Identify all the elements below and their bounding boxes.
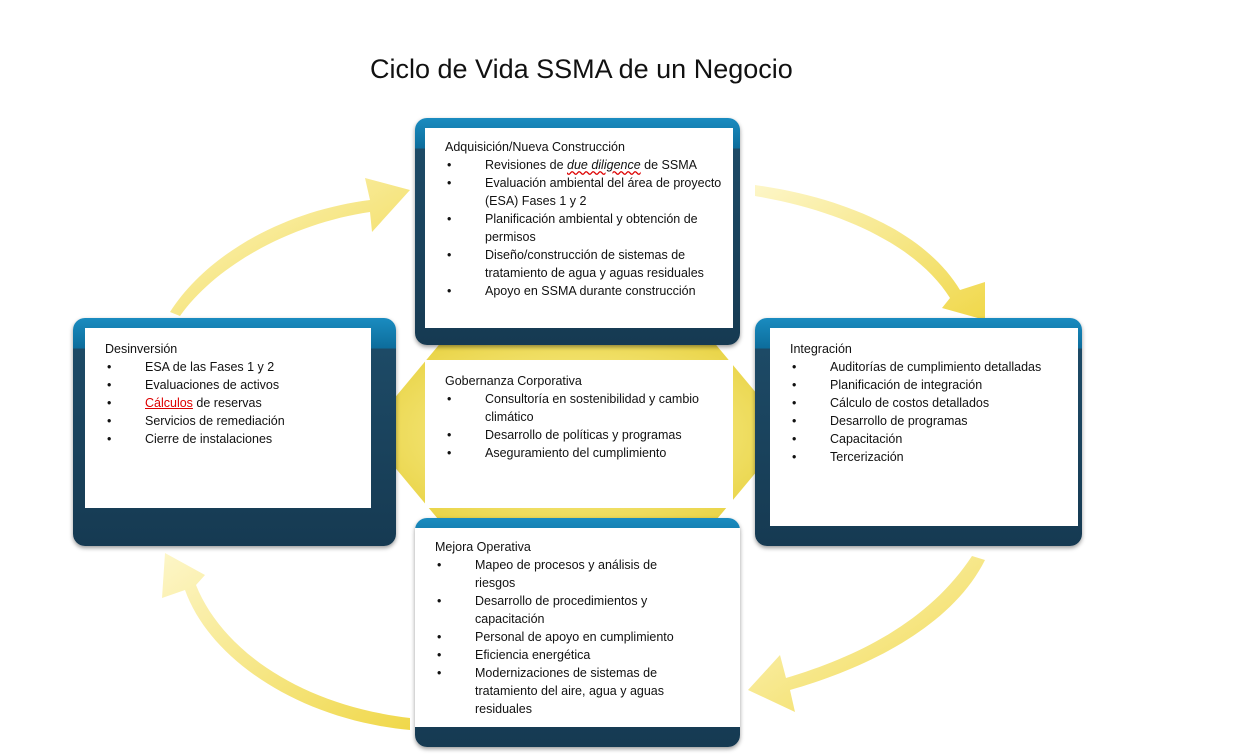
arrow-bottom-to-left [162, 553, 410, 730]
list-item: Planificación ambiental y obtención de p… [425, 210, 723, 246]
list-item: Cierre de instalaciones [85, 430, 361, 448]
box-heading: Integración [790, 342, 852, 356]
list-item: Consultoría en sostenibilidad y cambio c… [425, 390, 723, 426]
list-item: ESA de las Fases 1 y 2 [85, 358, 361, 376]
list-item: Cálculo de costos detallados [770, 394, 1068, 412]
list-item: Eficiencia energética [415, 646, 690, 664]
list-item: Evaluación ambiental del área de proyect… [425, 174, 723, 210]
list-item: Cálculos de reservas [85, 394, 361, 412]
list-item: Mapeo de procesos y análisis de riesgos [415, 556, 690, 592]
list-item: Auditorías de cumplimiento detalladas [770, 358, 1068, 376]
list-item: Servicios de remediación [85, 412, 361, 430]
list-item: Evaluaciones de activos [85, 376, 361, 394]
list-item: Diseño/construcción de sistemas de trata… [425, 246, 723, 282]
box-heading: Gobernanza Corporativa [445, 374, 582, 388]
list-item: Revisiones de due diligence de SSMA [425, 156, 723, 174]
list-item: Apoyo en SSMA durante construcción [425, 282, 723, 300]
list-item: Capacitación [770, 430, 1068, 448]
box-integration: Integración Auditorías de cumplimiento d… [770, 328, 1078, 526]
arrow-right-to-bottom [748, 556, 985, 712]
list-item: Aseguramiento del cumplimiento [425, 444, 723, 462]
box-heading: Mejora Operativa [435, 540, 531, 554]
arrow-top-to-right [755, 185, 985, 320]
box-divestment: Desinversión ESA de las Fases 1 y 2 Eval… [85, 328, 371, 508]
box-heading: Adquisición/Nueva Construcción [445, 140, 625, 154]
list-item: Tercerización [770, 448, 1068, 466]
box-governance: Gobernanza Corporativa Consultoría en so… [425, 360, 733, 508]
diagram-title: Ciclo de Vida SSMA de un Negocio [370, 54, 793, 84]
list-item: Personal de apoyo en cumplimiento [415, 628, 690, 646]
list-item: Desarrollo de políticas y programas [425, 426, 723, 444]
list-item: Planificación de integración [770, 376, 1068, 394]
list-item: Desarrollo de programas [770, 412, 1068, 430]
box-operational: Mejora Operativa Mapeo de procesos y aná… [415, 528, 740, 727]
arrow-left-to-top [170, 178, 410, 316]
list-item: Desarrollo de procedimientos y capacitac… [415, 592, 690, 628]
list-item: Modernizaciones de sistemas de tratamien… [415, 664, 690, 718]
box-heading: Desinversión [105, 342, 178, 356]
box-acquisition: Adquisición/Nueva Construcción Revisione… [425, 128, 733, 328]
